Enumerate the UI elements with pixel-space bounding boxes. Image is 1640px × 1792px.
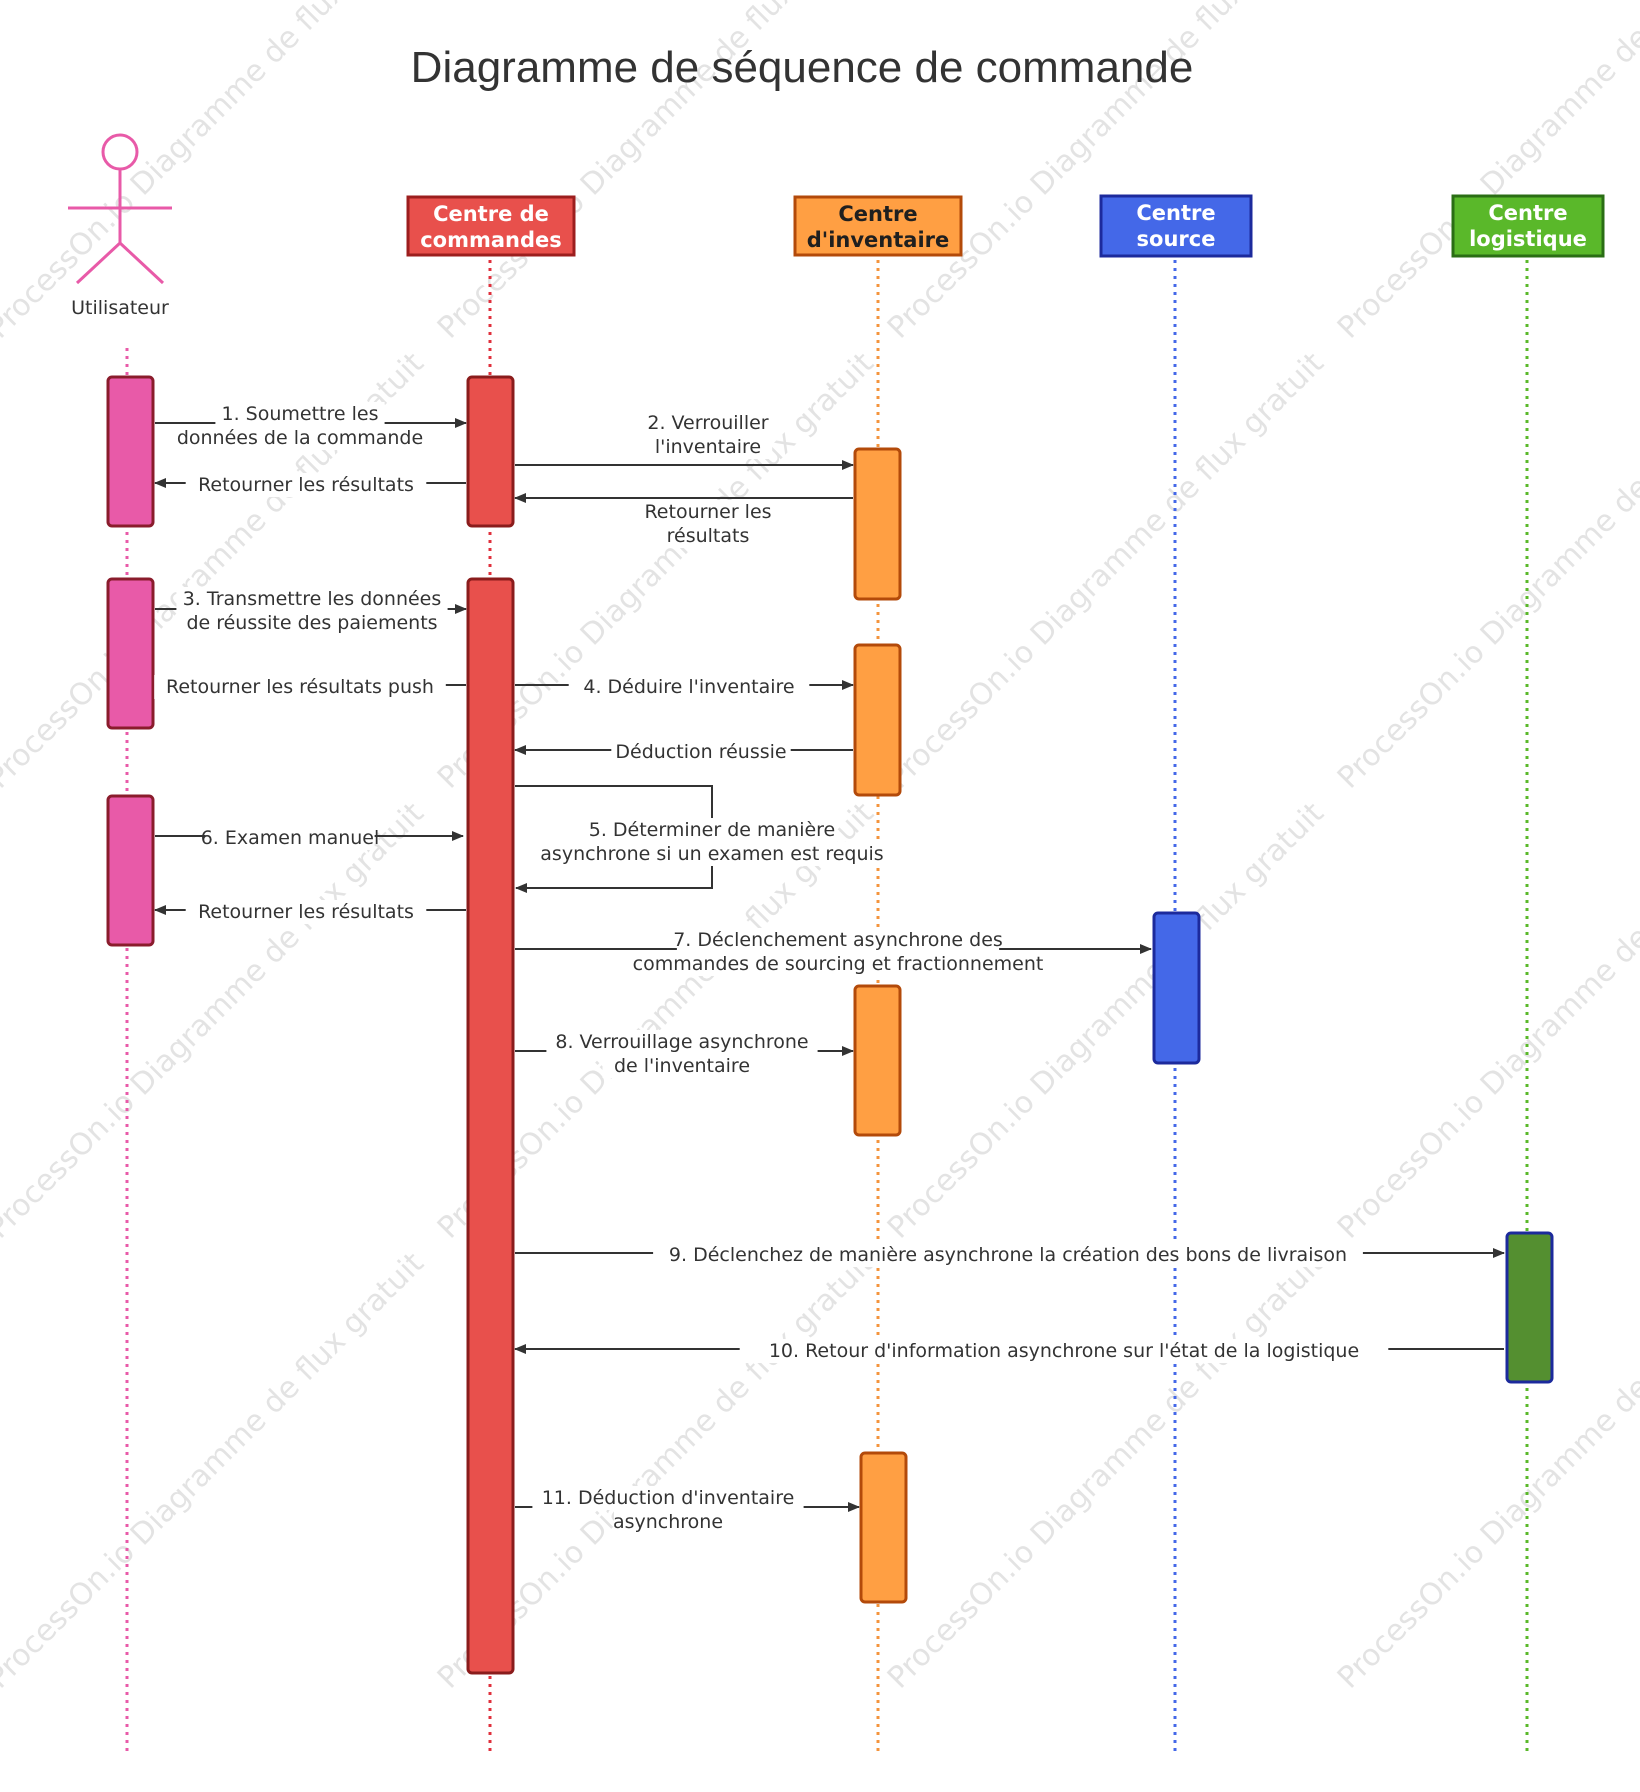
watermark-text: ProcessOn.io Diagramme de flux gratuit — [1331, 796, 1640, 1246]
message-7-label-2: commandes de sourcing et fractionnement — [633, 953, 1044, 975]
message-5-label-bg — [586, 818, 838, 842]
activation-inv-2 — [853, 643, 902, 797]
activation-cmd-2 — [466, 577, 515, 1675]
message-5-label-bg — [535, 842, 889, 866]
return-2-label-2: résultats — [667, 525, 750, 547]
actor-label: Utilisateur — [71, 297, 169, 319]
watermark-text: ProcessOn.io Diagramme de flux gratuit — [0, 796, 431, 1246]
watermark-text: ProcessOn.io Diagramme de flux gratuit — [0, 1246, 431, 1696]
participant-cmd-label-1: Centre de — [433, 202, 549, 226]
return-1-label-bg — [185, 473, 427, 497]
return-4-label-1: Déduction réussie — [615, 741, 786, 763]
return-4-label-bg — [611, 740, 791, 764]
participant-cmd-label-2: commandes — [420, 228, 562, 252]
activation-user-2 — [106, 577, 155, 730]
return-6-label-bg — [185, 900, 427, 924]
participant-log-label-2: logistique — [1469, 227, 1587, 251]
message-6-label-1: 6. Examen manuel — [201, 827, 380, 849]
participant-src-box — [1099, 194, 1253, 258]
message-3-label-bg — [176, 587, 448, 611]
message-8-label-1: 8. Verrouillage asynchrone — [555, 1031, 808, 1053]
message-11-label-bg — [532, 1486, 804, 1510]
participant-log-label-1: Centre — [1488, 201, 1567, 225]
message-2-label-bg — [643, 435, 773, 459]
message-1-label-bg — [184, 426, 416, 450]
return-1-label-1: Retourner les résultats — [198, 474, 414, 496]
user-icon — [68, 133, 172, 285]
message-6-label-bg — [205, 826, 375, 850]
watermark-text: ProcessOn.io Diagramme de flux gratuit — [1331, 0, 1640, 346]
message-11-label-2: asynchrone — [613, 1511, 723, 1533]
activation-cmd-1 — [466, 375, 515, 528]
participant-inv-label-1: Centre — [838, 202, 917, 226]
participant-inv-label-2: d'inventaire — [807, 228, 950, 252]
participant-log-box — [1451, 194, 1605, 258]
message-8-label-2: de l'inventaire — [614, 1055, 750, 1077]
message-11-label-1: 11. Déduction d'inventaire — [542, 1487, 795, 1509]
activation-log-1 — [1505, 1231, 1554, 1384]
message-7-label-bg — [636, 952, 1040, 976]
watermark-text: ProcessOn.io Diagramme de flux gratuit — [881, 346, 1331, 796]
activation-user-1 — [106, 375, 155, 528]
return-6-label-1: Retourner les résultats — [198, 901, 414, 923]
activation-inv-1 — [853, 447, 902, 601]
return-2-label-1: Retourner les — [644, 501, 771, 523]
message-8-label-bg — [546, 1030, 818, 1054]
watermark-text: ProcessOn.io Diagramme de flux gratuit — [881, 796, 1331, 1246]
message-7-label-1: 7. Déclenchement asynchrone des — [673, 929, 1003, 951]
message-9-label-bg — [653, 1243, 1363, 1267]
return-3-label-bg — [154, 675, 446, 699]
message-10-label-bg — [739, 1339, 1389, 1363]
message-3-label-2: de réussite des paiements — [186, 612, 437, 634]
message-1-label-bg — [215, 402, 385, 426]
message-5-label-1: 5. Déterminer de manière — [589, 819, 836, 841]
message-3-label-1: 3. Transmettre les données — [183, 588, 442, 610]
message-11-label-bg — [614, 1510, 722, 1534]
message-1-label-1: 1. Soumettre les — [222, 403, 379, 425]
return-3-label-1: Retourner les résultats push — [166, 676, 434, 698]
participant-src-label-1: Centre — [1136, 201, 1215, 225]
message-4-label-1: 4. Déduire l'inventaire — [583, 676, 794, 698]
message-1-label-2: données de la commande — [177, 427, 423, 449]
message-4-label-bg — [568, 675, 810, 699]
message-2-label-2: l'inventaire — [655, 436, 761, 458]
message-2-label-1: 2. Verrouiller — [647, 412, 768, 434]
watermark-text: ProcessOn.io Diagramme de flux gratuit — [0, 0, 431, 346]
activation-inv-4 — [859, 1451, 908, 1604]
activation-user-3 — [106, 794, 155, 947]
page-title: Diagramme de séquence de commande — [411, 43, 1194, 92]
activation-inv-3 — [853, 984, 902, 1137]
message-8-label-bg — [602, 1054, 762, 1078]
message-7-label-bg — [676, 928, 1000, 952]
message-5-label-2: asynchrone si un examen est requis — [540, 843, 883, 865]
activation-src-1 — [1152, 911, 1201, 1065]
message-9-label-1: 9. Déclenchez de manière asynchrone la c… — [669, 1244, 1347, 1266]
return-2-label-bg — [638, 500, 778, 524]
participant-inv-box — [793, 195, 963, 257]
message-3-label-bg — [181, 611, 443, 635]
return-2-label-bg — [659, 524, 757, 548]
watermark-text: ProcessOn.io Diagramme de flux gratuit — [881, 1246, 1331, 1696]
message-2-label-bg — [633, 411, 783, 435]
watermark-text: ProcessOn.io Diagramme de flux gratuit — [1331, 1246, 1640, 1696]
participant-src-label-2: source — [1137, 227, 1216, 251]
watermark-text: ProcessOn.io Diagramme de flux gratuit — [1331, 346, 1640, 796]
message-10-label-1: 10. Retour d'information asynchrone sur … — [769, 1340, 1359, 1362]
participant-cmd-box — [406, 195, 576, 257]
